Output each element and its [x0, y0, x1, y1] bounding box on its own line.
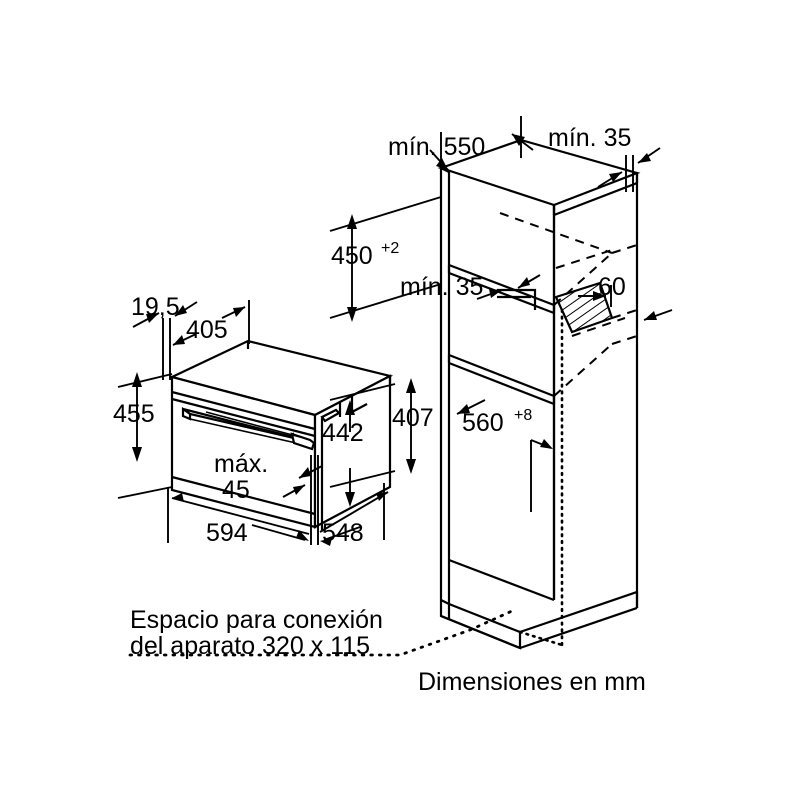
label-405: 405: [186, 316, 228, 344]
label-407: 407: [392, 404, 434, 432]
cabinet-hidden-edges: [555, 244, 638, 337]
cabinet-shelf-bracket: [497, 288, 537, 310]
label-min-550: mín. 550: [388, 133, 485, 161]
label-560-plus8: 560 +8: [462, 407, 532, 437]
dim-overall-height-455: [117, 372, 173, 499]
oven-door-handle: [181, 406, 316, 451]
dim-niche-depth-550: [429, 116, 534, 186]
dim-body-width-548: [319, 483, 389, 546]
label-min-35-top: mín. 35: [548, 124, 631, 152]
dim-niche-width-560: [456, 399, 553, 512]
cabinet-assembly: [437, 138, 641, 650]
dim-body-depth-407: [329, 378, 416, 488]
label-45: 45: [222, 476, 250, 504]
dim-niche-height-450: [329, 196, 442, 322]
note-units: Dimensiones en mm: [418, 668, 646, 696]
note-connection-line2: del aparato 320 x 115: [130, 632, 370, 660]
cabinet-right-wall: [552, 173, 639, 608]
dim-body-height-442: [345, 400, 355, 507]
dim-side-gap-35: [597, 147, 661, 192]
label-560: 560: [462, 409, 504, 437]
label-548: 548: [322, 519, 364, 547]
label-max-prefix: máx.: [214, 450, 268, 478]
dim-overall-width-594: [167, 487, 310, 543]
label-442: 442: [322, 419, 364, 447]
label-560-tolerance: +8: [514, 407, 532, 424]
dim-right-edge-pointer: [643, 309, 673, 321]
label-450-tolerance: +2: [381, 240, 399, 257]
cabinet-base-dotted: [518, 630, 564, 647]
dim-front-offset-195: [132, 301, 198, 380]
note-connection-line1: Espacio para conexión: [130, 606, 383, 634]
label-450-plus2: 450 +2: [331, 240, 399, 270]
appliance-assembly: [168, 339, 394, 530]
label-594: 594: [206, 519, 248, 547]
cabinet-base: [439, 558, 639, 650]
label-19-5: 19,5: [131, 293, 180, 321]
dim-top-depth-405: [172, 300, 250, 346]
dim-center-tick: [310, 455, 319, 545]
label-60: 60: [598, 273, 626, 301]
cabinet-lower-shelf: [447, 335, 638, 406]
label-min-35-shelf: mín. 35: [400, 273, 483, 301]
cabinet-left-wall: [439, 167, 451, 605]
dim-rear-opening-60: [578, 285, 612, 307]
dim-shelf-gap-35: [476, 274, 541, 300]
label-450: 450: [331, 242, 373, 270]
label-455: 455: [113, 400, 155, 428]
